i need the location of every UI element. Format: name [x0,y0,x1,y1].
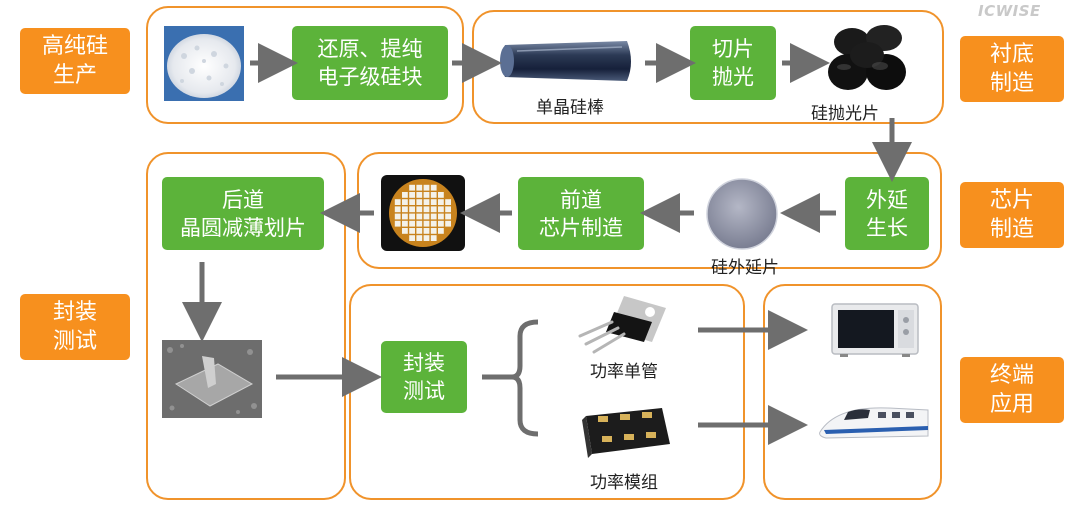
caption-discrete: 功率单管 [590,362,658,382]
caption-polished-wafer: 硅抛光片 [811,104,879,124]
side-label-silicon-production: 高纯硅 生产 [20,28,130,94]
step-epitaxial-growth: 外延 生长 [845,177,929,250]
frame-terminal-application [763,284,942,500]
step-frontend-chip: 前道 芯片制造 [518,177,644,250]
frame-backend-process [146,152,346,500]
watermark: ICWISE [978,2,1041,20]
microwave-oven-image [831,303,919,357]
side-label-substrate: 衬底 制造 [960,36,1064,102]
side-label-package-test: 封装 测试 [20,294,130,360]
epitaxial-wafer-image [706,178,778,250]
step-backend-dicing: 后道 晶圆减薄划片 [162,177,324,250]
side-label-terminal: 终端 应用 [960,357,1064,423]
step-package-test: 封装 测试 [381,341,467,413]
step-cut-polish: 切片 抛光 [690,26,776,100]
polished-wafers-image [828,25,906,90]
silicon-ingot-image [500,41,631,81]
polysilicon-chunks-image [164,26,244,101]
bullet-train-image [819,407,929,439]
power-transistor-image [578,296,666,354]
side-label-chip: 芯片 制造 [960,182,1064,248]
caption-ingot: 单晶硅棒 [536,98,604,118]
step-reduce-purify: 还原、提纯 电子级硅块 [292,26,448,100]
die-bonding-image [162,340,262,418]
brace-split [511,319,539,437]
power-module-image [582,408,670,458]
caption-module: 功率模组 [590,473,658,493]
caption-epi-wafer: 硅外延片 [711,258,779,278]
patterned-wafer-image [381,175,465,251]
